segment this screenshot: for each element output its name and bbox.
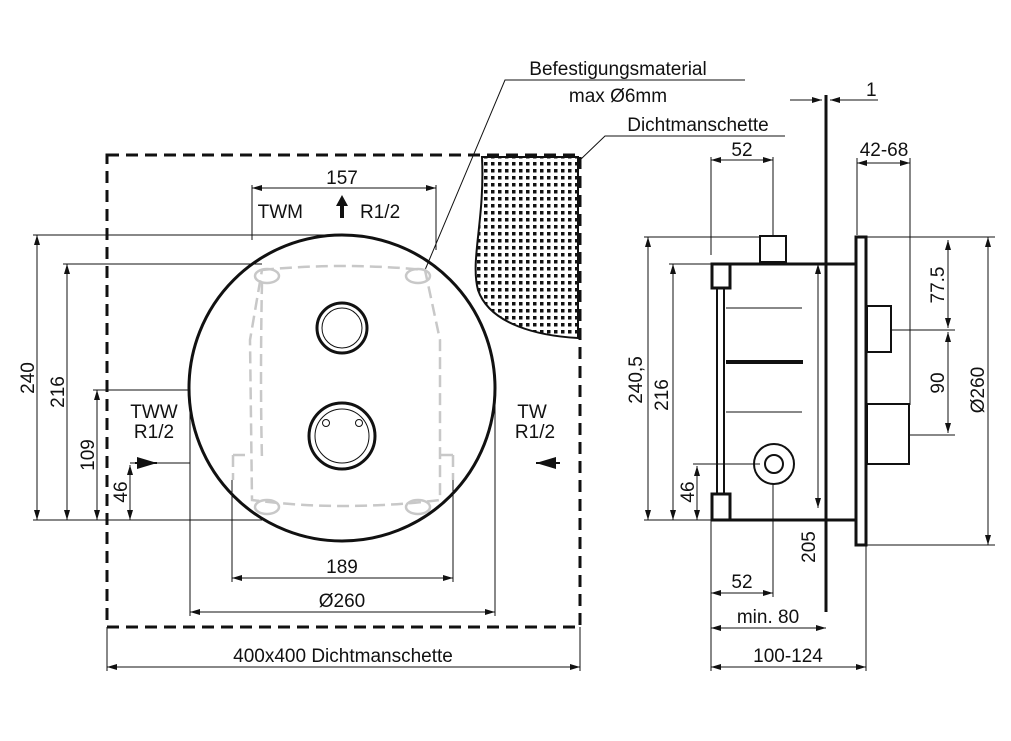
dim-42-68: 42-68 <box>860 140 909 161</box>
port-twm-thread: R1/2 <box>360 202 400 223</box>
seal-label: Dichtmanschette <box>627 115 769 136</box>
dim-46-side: 46 <box>678 481 699 502</box>
dim-90: 90 <box>928 372 949 393</box>
dim-77-5: 77.5 <box>928 267 949 304</box>
dim-240-5: 240,5 <box>626 356 647 404</box>
arrow-up-icon <box>336 195 348 218</box>
dim-diameter-side: Ø260 <box>968 367 989 413</box>
port-tw-thread: R1/2 <box>515 422 555 443</box>
dim-205: 205 <box>799 531 820 563</box>
upper-knob <box>315 301 369 355</box>
callouts: Befestigungsmaterial max Ø6mm Dichtmansc… <box>424 59 878 271</box>
side-view: 52 42-68 240,5 216 46 205 77.5 90 Ø260 5… <box>626 95 995 671</box>
port-tww-thread: R1/2 <box>134 422 174 443</box>
port-twm: TWM <box>258 202 303 223</box>
dim-157: 157 <box>326 168 358 189</box>
front-view: 157 TWM R1/2 TWW R1/2 TW R1/2 240 216 10… <box>18 153 582 671</box>
dim-seal: 400x400 Dichtmanschette <box>233 646 453 667</box>
dim-46: 46 <box>111 481 132 502</box>
dim-240: 240 <box>18 362 39 394</box>
fixing-size-label: max Ø6mm <box>569 86 667 107</box>
fixing-label: Befestigungsmaterial <box>529 59 706 80</box>
dim-216-side: 216 <box>652 379 673 411</box>
dim-52-top: 52 <box>731 140 752 161</box>
wall-offset-label: 1 <box>866 80 877 101</box>
lower-knob <box>307 401 377 471</box>
dim-109: 109 <box>78 439 99 471</box>
dim-diameter: Ø260 <box>319 591 365 612</box>
dim-min-80: min. 80 <box>737 607 799 628</box>
dim-216: 216 <box>48 376 69 408</box>
port-tww: TWW <box>130 402 178 423</box>
dim-52-bottom: 52 <box>731 572 752 593</box>
port-tw: TW <box>517 402 547 423</box>
dim-189: 189 <box>326 557 358 578</box>
dim-100-124: 100-124 <box>753 646 823 667</box>
